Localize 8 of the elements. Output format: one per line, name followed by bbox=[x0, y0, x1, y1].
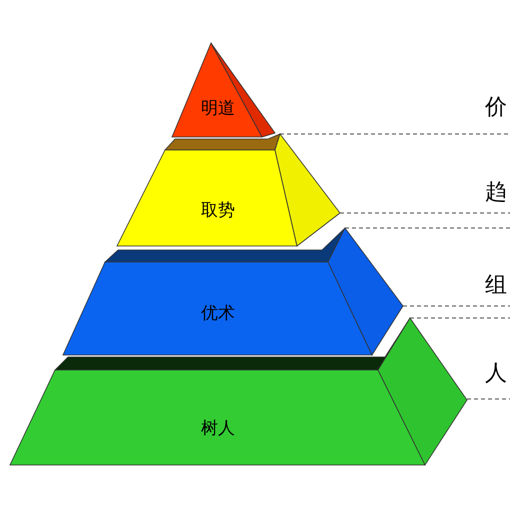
level-label: 趋 bbox=[485, 179, 507, 207]
level-label: 人 bbox=[485, 360, 507, 388]
tier-label: 明道 bbox=[201, 98, 235, 120]
level-label: 价 bbox=[485, 94, 507, 122]
tier-label: 取势 bbox=[201, 200, 235, 222]
tier-label: 优术 bbox=[201, 302, 235, 324]
tier-label: 树人 bbox=[201, 418, 235, 440]
level-label: 组 bbox=[485, 272, 507, 300]
